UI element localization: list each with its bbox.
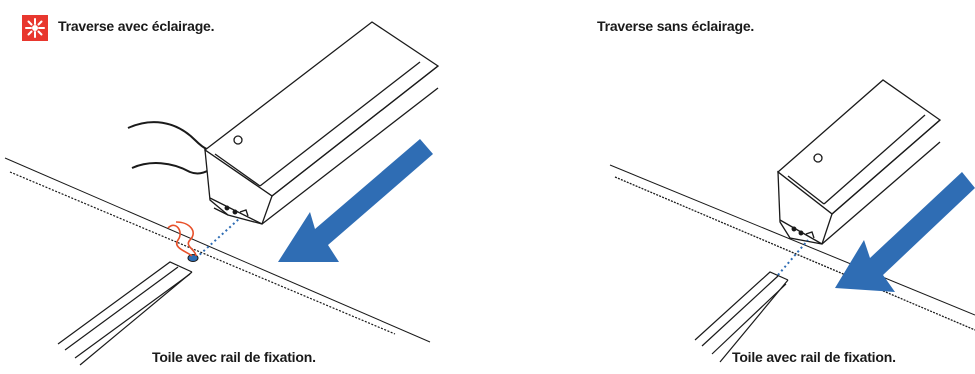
right-panel-title: Traverse sans éclairage. — [597, 18, 755, 34]
right-panel-caption: Toile avec rail de fixation. — [732, 349, 896, 365]
left-panel-drawing — [4, 21, 440, 366]
left-orange-wires — [167, 221, 197, 257]
left-panel-caption: Toile avec rail de fixation. — [152, 349, 316, 365]
left-fixing-rail — [57, 261, 193, 366]
left-direction-arrow — [278, 139, 433, 262]
right-panel-drawing — [609, 79, 975, 363]
right-traverse-profile — [776, 79, 942, 245]
left-connector — [187, 254, 199, 262]
left-screen-surface — [4, 157, 431, 343]
right-direction-arrow — [835, 172, 975, 292]
right-fixing-rail — [694, 271, 789, 363]
left-dotted-guide — [195, 217, 241, 259]
left-traverse-profile — [203, 21, 440, 225]
left-panel-title: Traverse avec éclairage. — [58, 18, 215, 34]
right-screen-surface — [609, 164, 975, 331]
light-icon — [22, 15, 48, 41]
